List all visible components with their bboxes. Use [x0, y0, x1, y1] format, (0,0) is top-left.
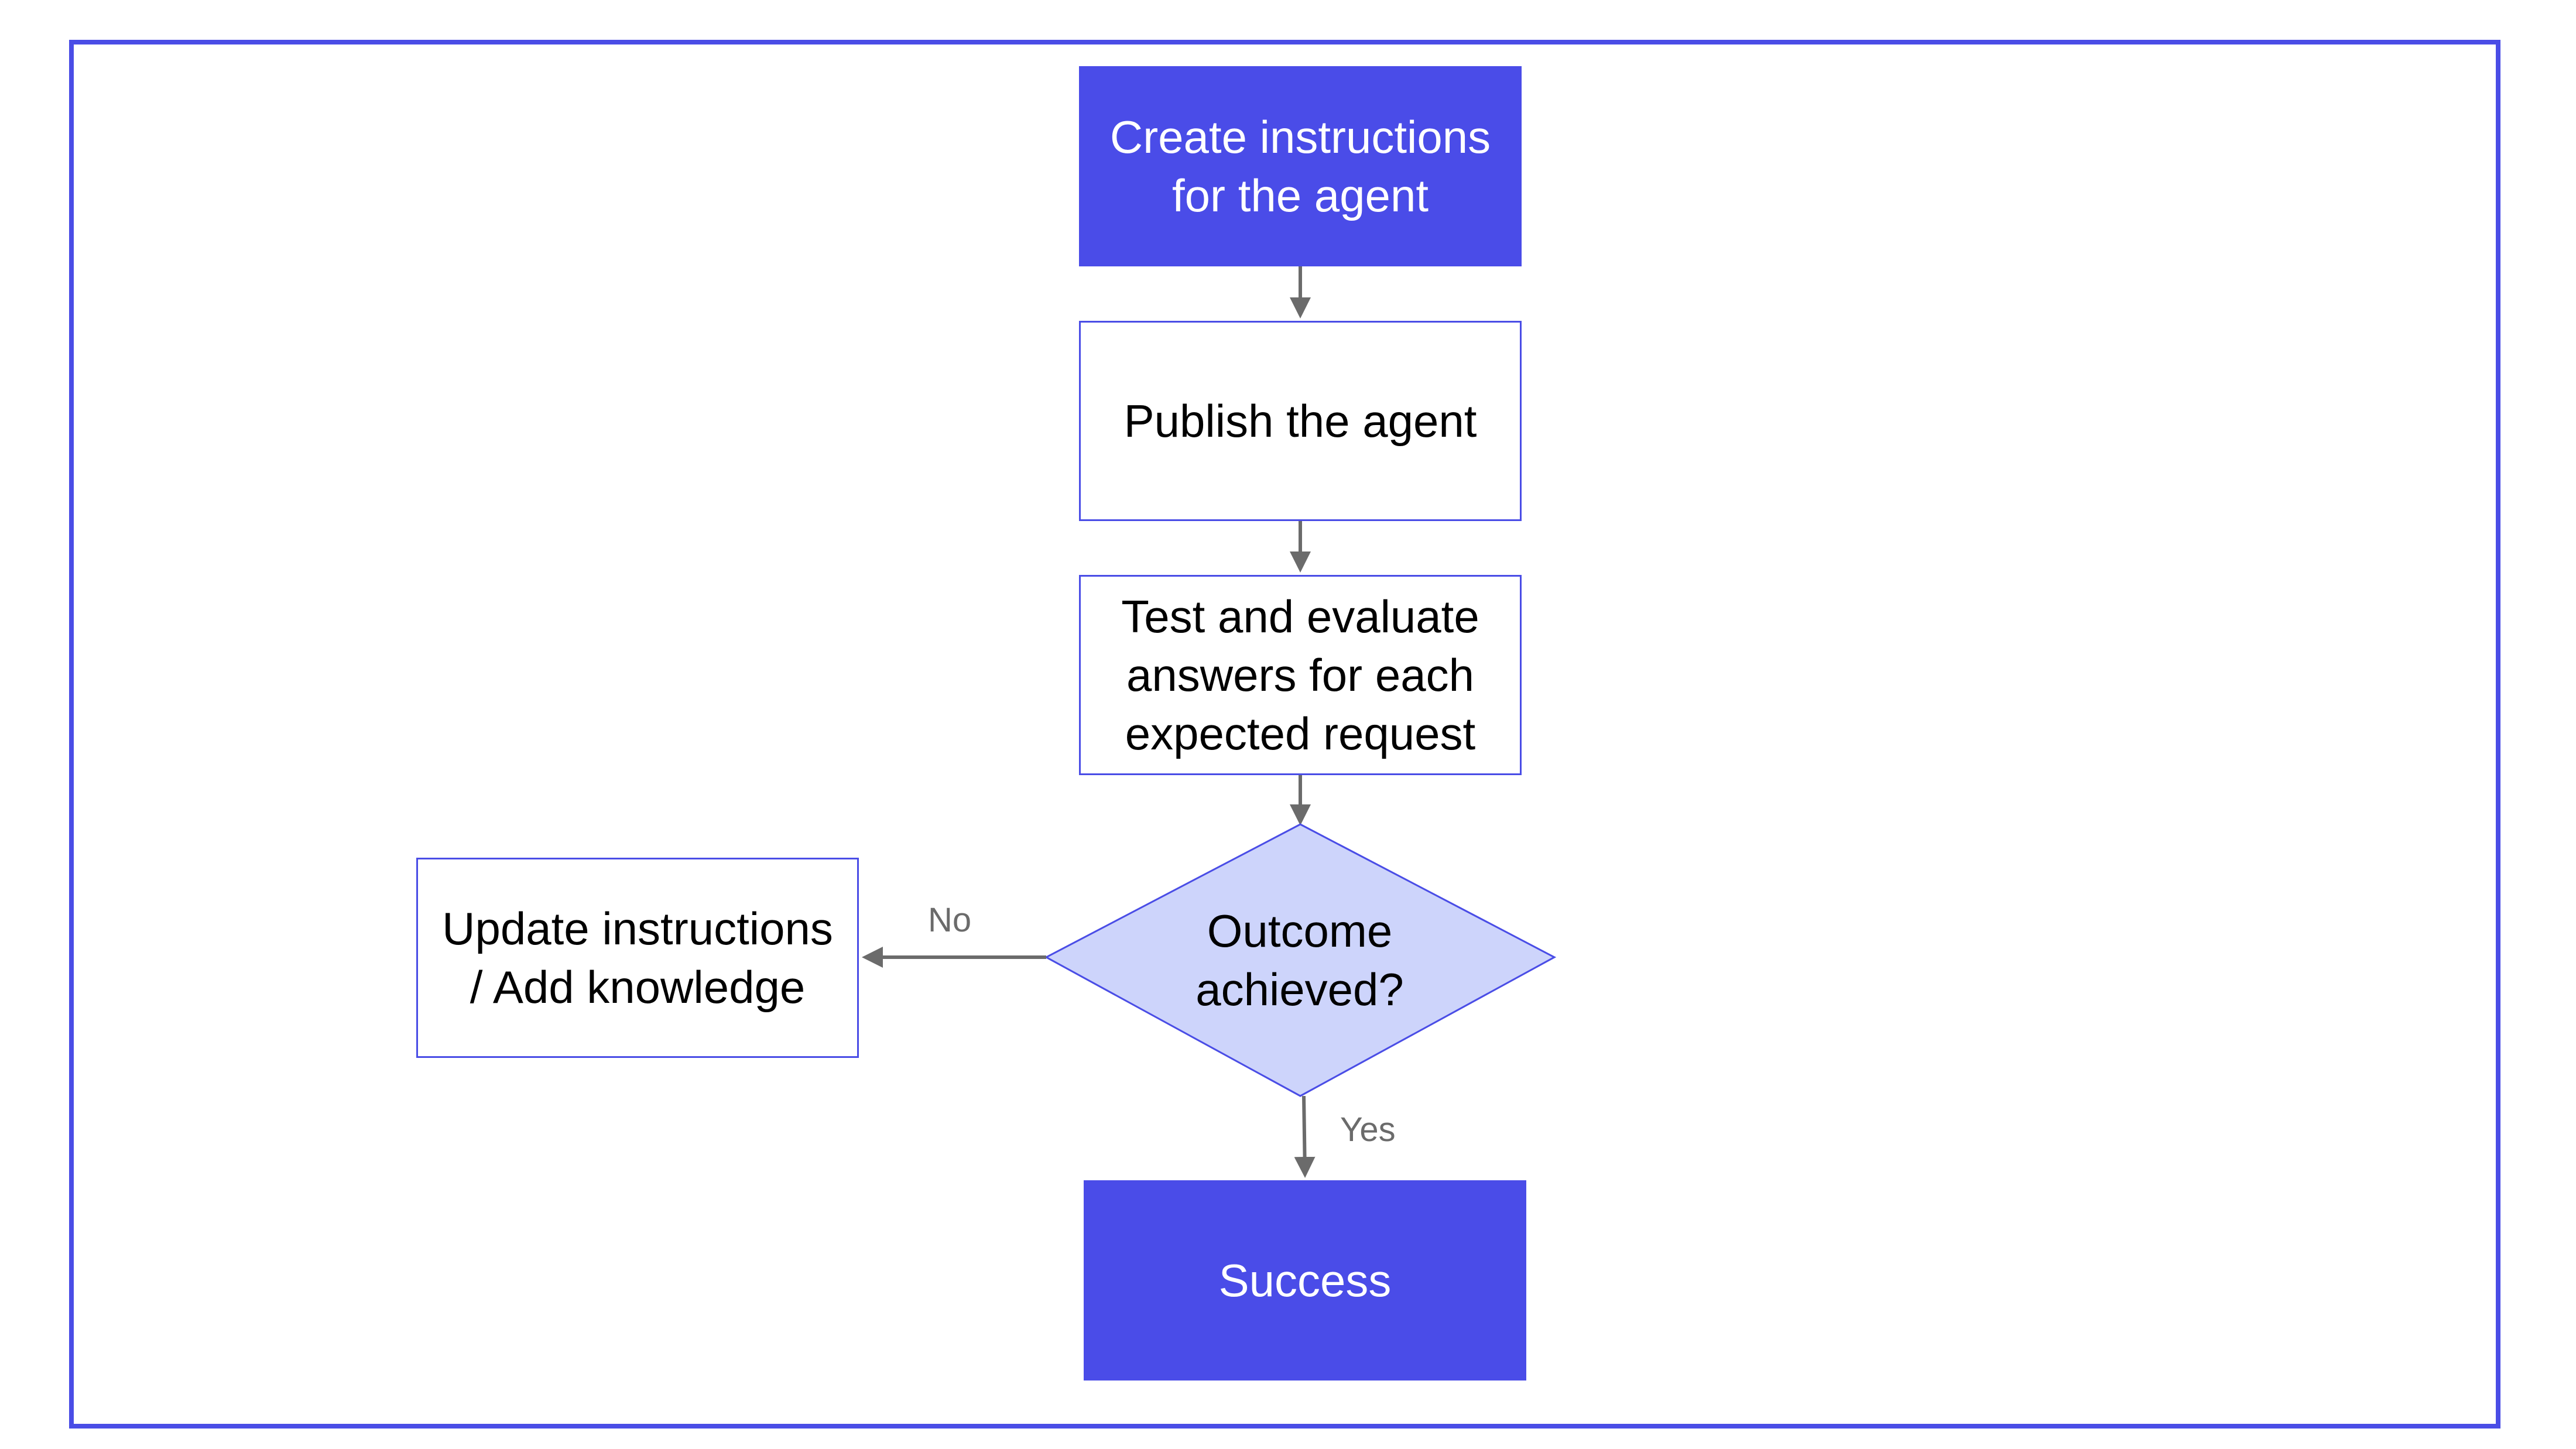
arrow-outcome-to-success — [1294, 1095, 1316, 1178]
test-evaluate-label: Test and evaluate answers for each expec… — [1121, 591, 1479, 759]
edge-label-yes: Yes — [1340, 1111, 1396, 1149]
publish-agent-box: Publish the agent — [1079, 321, 1522, 521]
decision-diamond — [1044, 823, 1557, 1097]
create-instructions-box: Create instructions for the agent — [1079, 66, 1522, 266]
test-evaluate-box: Test and evaluate answers for each expec… — [1079, 575, 1522, 775]
create-instructions-label: Create instructions for the agent — [1109, 111, 1491, 221]
success-label: Success — [1218, 1255, 1392, 1306]
update-instructions-label: Update instructions / Add knowledge — [442, 903, 833, 1013]
publish-agent-label: Publish the agent — [1123, 395, 1477, 447]
success-box: Success — [1084, 1180, 1526, 1381]
edge-label-no: No — [928, 901, 972, 939]
update-instructions-box: Update instructions / Add knowledge — [416, 858, 859, 1058]
outcome-decision-label: Outcome achieved? — [1195, 905, 1404, 1015]
diagram-frame — [69, 40, 2500, 1429]
